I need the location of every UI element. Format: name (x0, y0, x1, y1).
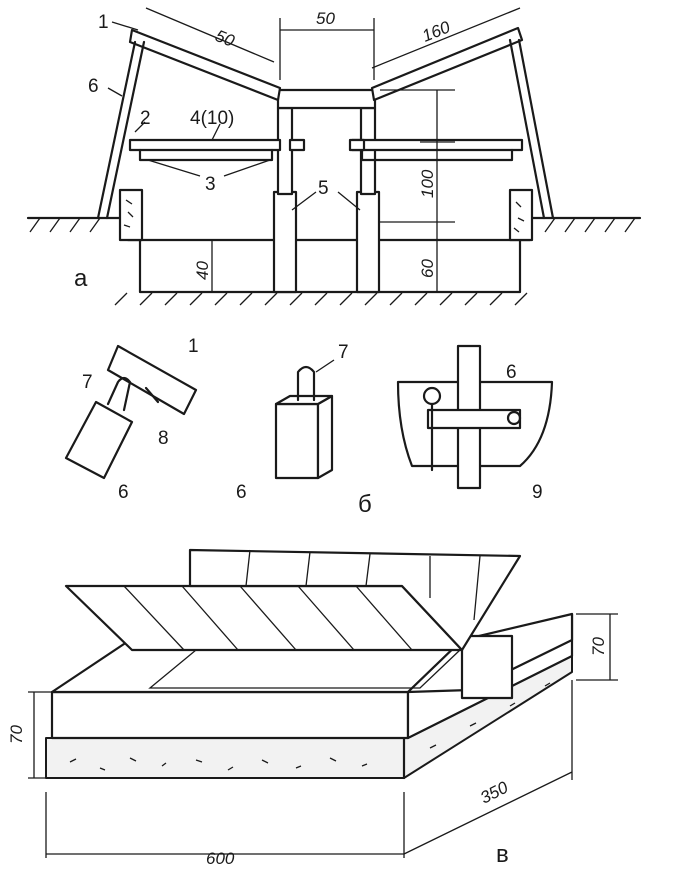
post-block-detail (274, 402, 320, 480)
pit-outline (126, 216, 532, 294)
leader-e7 (315, 359, 335, 373)
dim-line-width (403, 680, 573, 855)
label-6: 6 (88, 76, 99, 97)
rail-cap-left (288, 138, 306, 152)
frame-end-detail (106, 344, 198, 416)
left-rail (128, 138, 282, 152)
dim-depth: 40 (193, 261, 212, 280)
dim-line-length (45, 792, 405, 858)
leader-6 (107, 87, 123, 97)
label-d8: 8 (158, 428, 169, 449)
dim-ext-heights (380, 89, 455, 223)
label-2: 2 (140, 108, 151, 129)
box-front (50, 690, 410, 740)
dim-left-frame: 50 (213, 26, 238, 51)
dim-line-height-left (28, 691, 52, 779)
hook-7-left (106, 376, 132, 412)
dim-line-height-right (576, 613, 618, 681)
leader-2 (134, 121, 146, 133)
lid-panes (123, 585, 413, 651)
left-post (272, 190, 298, 294)
back-panes (245, 549, 481, 621)
leader-1 (111, 21, 139, 31)
ground-hatch (29, 217, 636, 233)
label-5: 5 (318, 178, 329, 199)
dim-height-upper: 100 (418, 169, 437, 198)
panel-b-letter: б (358, 491, 372, 518)
right-frame (370, 26, 524, 102)
label-1: 1 (98, 12, 109, 33)
hook-7-middle (296, 365, 316, 402)
open-lid (64, 584, 464, 652)
dim-ext-top-gap (279, 18, 375, 80)
dim-height-lower: 60 (418, 259, 437, 278)
panel-a-cross-section: 1 6 2 4(10) 3 5 50 50 160 100 60 40 а (26, 7, 642, 306)
top-beam (276, 88, 377, 110)
panel-a-letter: а (74, 265, 88, 292)
dim-top-gap: 50 (316, 9, 335, 28)
dim-line-left-frame (145, 7, 275, 63)
pit-hatch (114, 292, 528, 306)
dim-length: 600 (206, 849, 235, 868)
dim-height-right: 70 (589, 637, 608, 656)
right-prop (508, 38, 555, 220)
rail-brackets (138, 148, 514, 162)
wall-texture (123, 199, 525, 233)
clamp-bar-9 (426, 408, 522, 430)
leader-3 (147, 159, 271, 177)
label-e6: 6 (236, 482, 247, 503)
left-frame (128, 28, 282, 102)
dim-right-frame: 160 (419, 17, 453, 45)
dim-height-left: 70 (7, 725, 26, 744)
label-f9: 9 (532, 482, 543, 503)
bolt-head (506, 410, 522, 426)
glazed-box-section (460, 634, 514, 700)
post-block-top (274, 394, 334, 406)
post-block-side (316, 394, 334, 480)
eye-8 (144, 386, 160, 404)
label-d6: 6 (118, 482, 129, 503)
leader-4 (211, 123, 221, 141)
lid-back (188, 548, 522, 652)
label-d7: 7 (82, 372, 93, 393)
panel-c-letter: в (496, 841, 509, 868)
rail-cap-right (348, 138, 366, 152)
leader-5 (291, 191, 361, 211)
dim-width: 350 (477, 778, 511, 808)
panel-b-details: 1 7 8 6 7 6 6 9 б (64, 336, 554, 518)
left-prop (96, 40, 146, 220)
concrete-speckles (69, 682, 551, 771)
label-d1: 1 (188, 336, 199, 357)
label-3: 3 (205, 174, 216, 195)
prop-end-detail (64, 400, 134, 480)
panel-c-hotbed-perspective: 600 350 70 70 в (7, 548, 618, 868)
right-wall-block (508, 188, 534, 242)
label-f6: 6 (506, 362, 517, 383)
label-4-10: 4(10) (190, 108, 234, 129)
label-e7: 7 (338, 342, 349, 363)
dim-line-right-frame (371, 7, 521, 69)
right-post (355, 190, 381, 294)
